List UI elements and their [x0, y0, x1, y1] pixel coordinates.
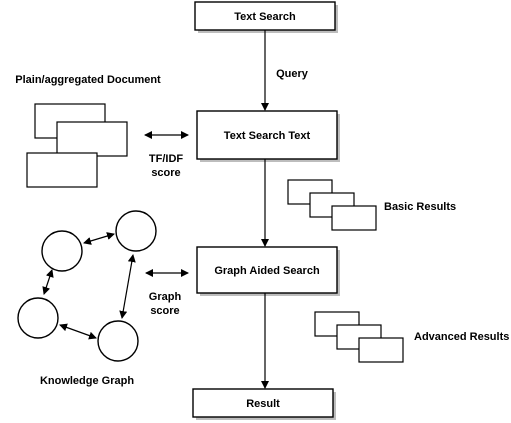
knowledge-graph-label: Knowledge Graph — [40, 375, 134, 387]
graph-score-line2: score — [150, 305, 179, 317]
result-box: Result — [192, 388, 336, 420]
advanced-results-stack — [314, 311, 404, 363]
graph-edge-2-4 — [119, 254, 136, 319]
basic-results-stack — [287, 179, 377, 231]
advanced-result-3 — [358, 337, 404, 363]
result-label: Result — [246, 398, 280, 410]
graph-score-line1: Graph — [149, 291, 182, 303]
text-search-label: Text Search — [234, 11, 296, 23]
text-search-box: Text Search — [194, 1, 338, 33]
basic-result-3 — [331, 205, 377, 231]
graph-aided-search-label: Graph Aided Search — [214, 265, 320, 277]
graph-edge-1-3 — [42, 269, 54, 295]
document-2 — [56, 121, 128, 157]
graph-edge-1-2 — [83, 232, 115, 245]
text-search-text-label: Text Search Text — [224, 130, 311, 142]
graph-aided-search-box: Graph Aided Search — [196, 246, 340, 296]
documents-title: Plain/aggregated Document — [15, 74, 161, 86]
text-search-text-box: Text Search Text — [196, 110, 340, 162]
graph-node-2 — [115, 210, 157, 252]
graph-node-3 — [17, 297, 59, 339]
advanced-results-label: Advanced Results — [414, 331, 509, 343]
graph-edge-3-4 — [59, 323, 97, 340]
graph-node-4 — [97, 320, 139, 362]
graph-node-1 — [41, 230, 83, 272]
knowledge-graph — [17, 210, 157, 362]
document-3 — [26, 152, 98, 188]
query-label: Query — [276, 68, 309, 80]
basic-results-label: Basic Results — [384, 201, 456, 213]
tfidf-score-line2: score — [151, 167, 180, 179]
tfidf-score-line1: TF/IDF — [149, 153, 183, 165]
document-stack — [26, 103, 128, 188]
